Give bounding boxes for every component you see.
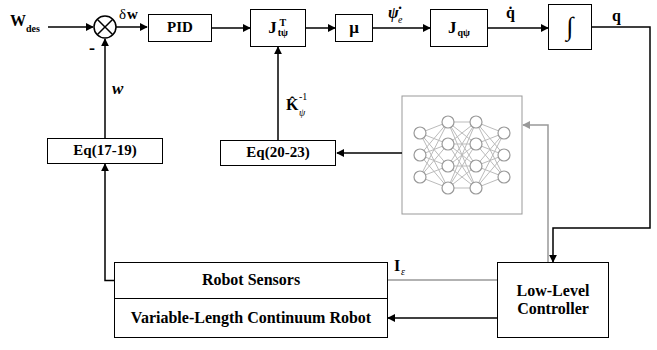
signal-name: ψ̇ [388,5,399,21]
box-label: Variable-Length Continuum Robot [131,309,371,327]
controller-box: Low-Level Controller [497,262,609,338]
subscript: tψ [278,28,288,39]
box-text: μ [349,18,359,38]
jacobian-box: JTtψ [250,9,306,47]
robot-box: Variable-Length Continuum Robot [114,298,388,338]
subscript: des [26,24,40,34]
input-wire [48,26,93,28]
nn-neuron [498,171,510,183]
signal-arrow [306,27,335,29]
nn-neuron [442,160,454,172]
box-label: Low-Level Controller [498,282,608,319]
box-text: Jqψ [448,18,470,39]
nn-neuron [470,182,482,194]
matrix-symbol: J [268,18,277,38]
nn-neuron [470,116,482,128]
nn-neuron [442,116,454,128]
signal-name: w [127,7,138,22]
gain-box: μ [335,14,373,42]
nn-neuron [414,127,426,139]
nn-neuron [442,138,454,150]
signal-name: q̇ [506,5,515,21]
nn-neuron [442,182,454,194]
equation-box: Eq(20-23) [220,140,336,166]
sign-mark: - [89,39,95,57]
nn-neuron [414,149,426,161]
signal-name: I [394,258,400,274]
signal-arrow [105,164,114,281]
equation-box: Eq(17-19) [47,138,163,164]
nn-output-wire [337,152,402,154]
box-label: PID [167,19,193,36]
jacobian-box: Jqψ [430,9,488,47]
signal-arrow [553,27,650,262]
nn-link [448,122,476,188]
box-label: Eq(20-23) [246,144,309,161]
signal-name: w [112,80,123,97]
subscript: qψ [458,28,470,39]
nn-link [448,122,476,188]
box-label: Eq(17-19) [73,142,136,159]
sensor-wire [388,125,548,280]
signal-name: q [612,8,621,24]
box-text: ∫ [566,12,573,42]
signal-arrow [488,27,548,29]
box-label: Robot Sensors [202,271,300,289]
nn-neuron [470,138,482,150]
box-text: Variable-Length Continuum Robot [131,309,371,327]
matrix-symbol: J [448,18,457,38]
box-text: PID [167,19,193,36]
box-text: JTtψ [268,18,288,39]
nn-neuron [414,171,426,183]
nn-neuron [498,149,510,161]
box-text: Robot Sensors [202,271,300,289]
subscript: ψ [299,108,305,118]
box-text: Eq(17-19) [73,142,136,159]
signal-name: W [10,13,26,29]
sensor-box: Robot Sensors [114,262,388,299]
signal-arrow [373,27,430,29]
error-wire [116,26,147,28]
nn-neuron [470,160,482,172]
box-text: Eq(20-23) [246,144,309,161]
box-label: μ [349,18,359,38]
process-box: PID [148,14,212,42]
box-text: Low-Level Controller [498,282,608,319]
neural-network [402,96,522,214]
signal-arrow [388,317,497,319]
superscript: -1 [299,92,307,102]
superscript: T [278,18,288,29]
subscript: e [398,15,402,25]
feedback-wire [104,39,106,138]
subscript: ε [401,267,405,277]
index-stack: qψ [458,18,470,39]
signal-name: δ [119,7,126,22]
summing-junction [94,16,116,38]
signal-arrow [277,47,279,140]
integrator-box: ∫ [548,4,592,50]
index-stack: Ttψ [278,18,288,39]
box-label: ∫ [566,12,573,42]
signal-name: K̂ [286,97,298,113]
nn-neuron [498,127,510,139]
signal-arrow [212,27,250,29]
